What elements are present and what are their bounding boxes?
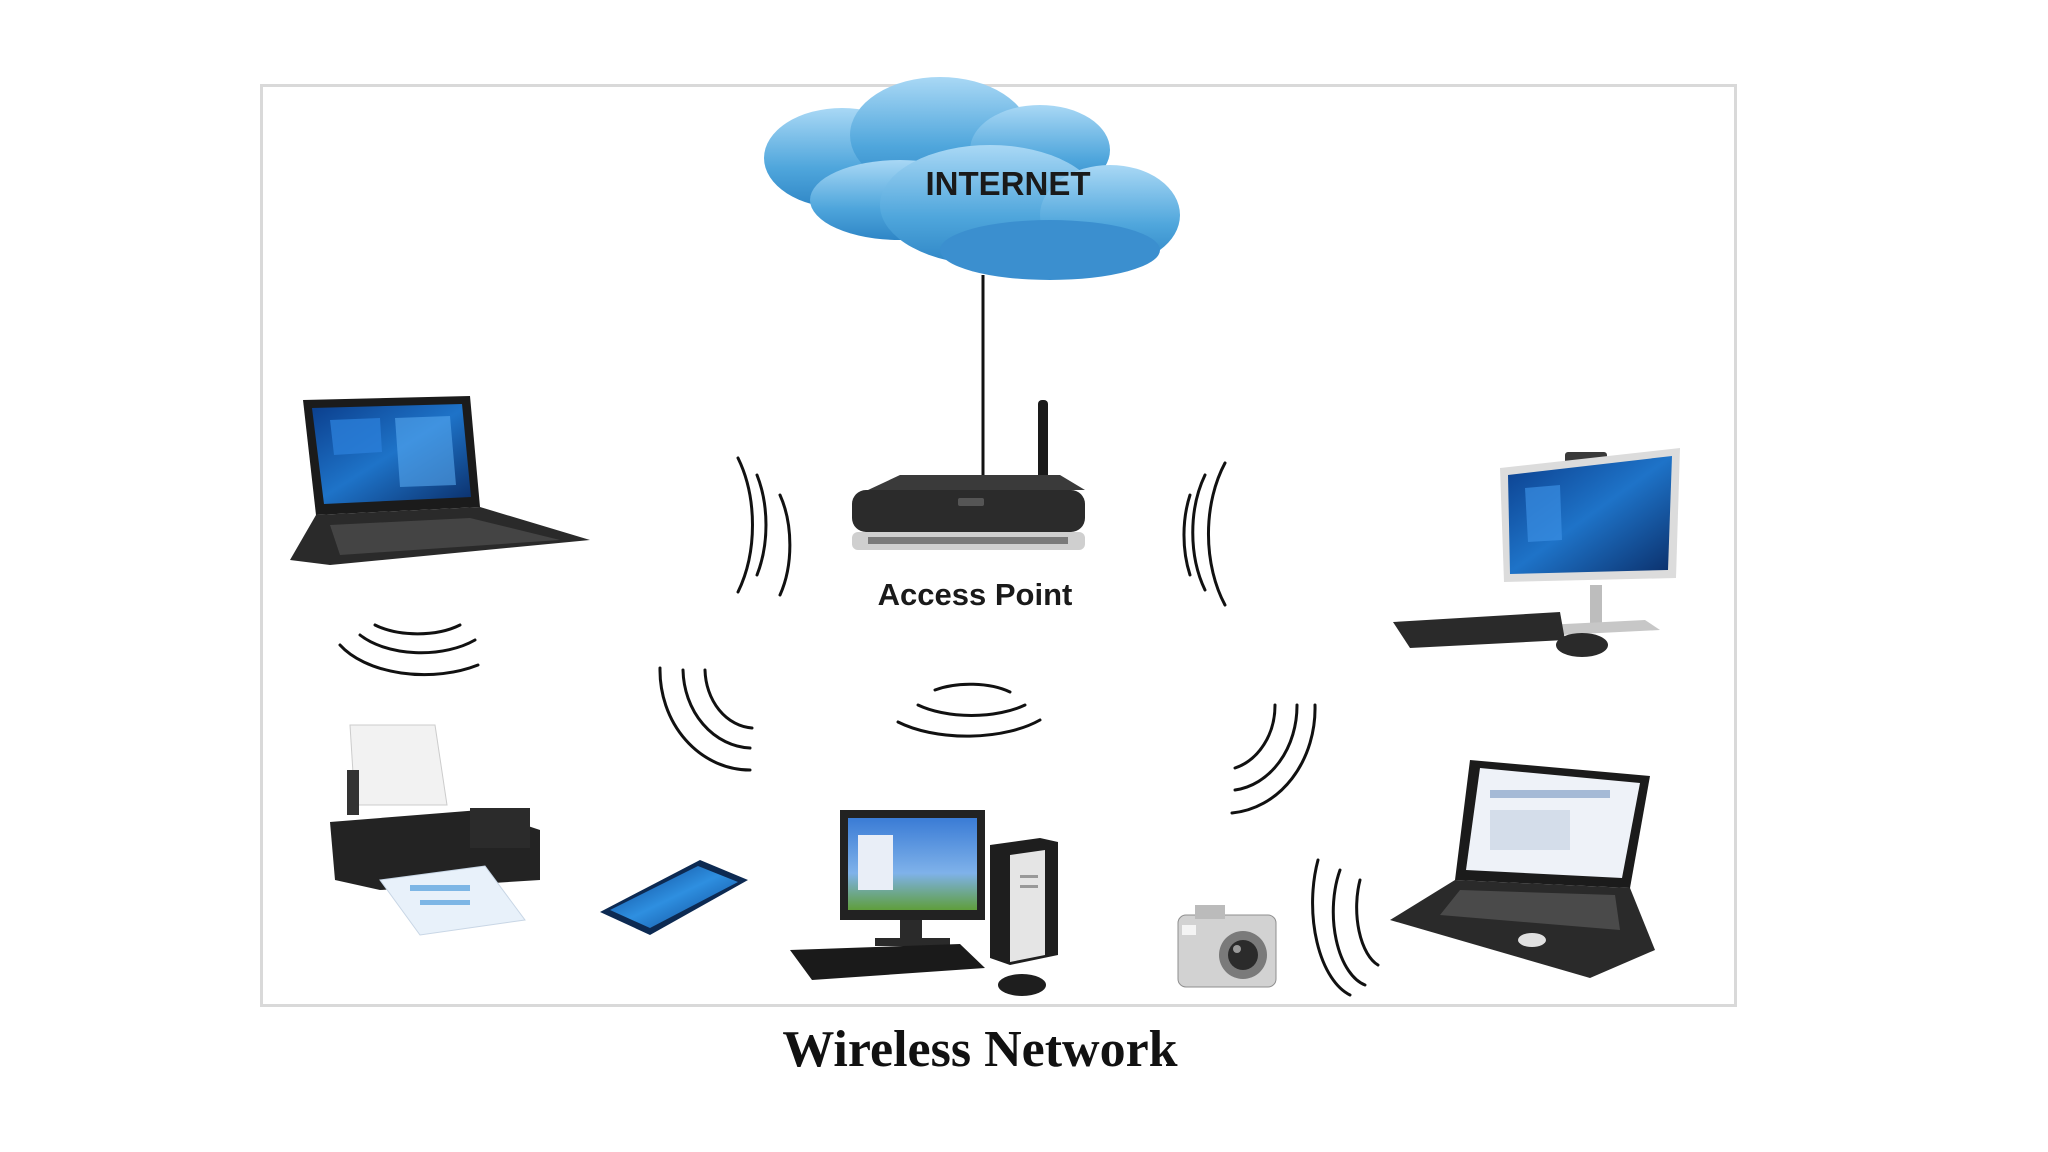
- laptop-icon: [1390, 760, 1655, 978]
- cloud-label: INTERNET: [926, 165, 1091, 202]
- laptop-icon: [290, 396, 590, 565]
- diagram-caption: Wireless Network: [782, 1021, 1178, 1078]
- wireless-signal-icon: [1230, 703, 1317, 815]
- router-icon: [852, 400, 1085, 550]
- all-in-one-computer-icon: [1393, 448, 1680, 657]
- wireless-signal-icon: [896, 682, 1042, 738]
- camera-icon: [1177, 905, 1277, 988]
- wireless-signal-icon: [338, 623, 480, 677]
- access-point-label: Access Point: [878, 577, 1073, 612]
- wireless-signal-icon: [1311, 858, 1380, 997]
- wireless-signal-icon: [736, 456, 792, 597]
- desktop-computer-icon: [790, 810, 1058, 996]
- smartphone-icon: [600, 860, 748, 935]
- cloud-icon: [764, 77, 1180, 280]
- wireless-signal-icon: [658, 666, 754, 772]
- printer-icon: [330, 724, 540, 936]
- wireless-signal-icon: [1182, 461, 1227, 607]
